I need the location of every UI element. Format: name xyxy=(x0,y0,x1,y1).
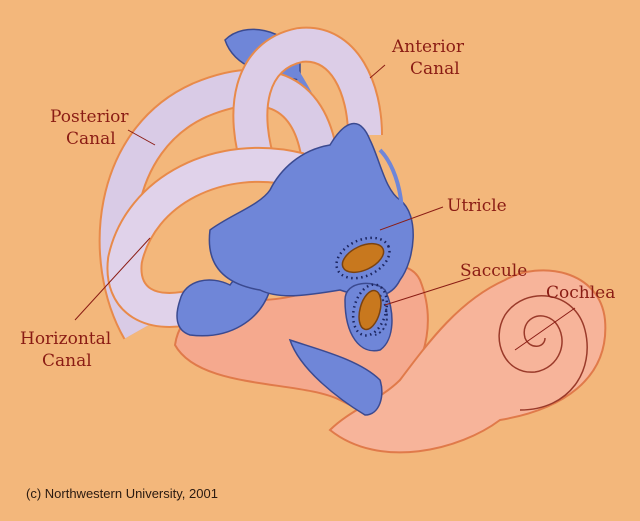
anterior-leader xyxy=(369,64,386,79)
cochlea-spiral xyxy=(498,294,588,411)
label-horizontal-1: Horizontal xyxy=(20,329,111,349)
utricle-macula xyxy=(341,242,385,274)
horizontal-leader xyxy=(74,237,151,321)
horizontal-canal xyxy=(108,148,304,326)
label-horizontal-2: Canal xyxy=(42,351,92,371)
saccule-leader xyxy=(384,277,471,306)
anterior-canal xyxy=(234,28,381,176)
copyright-notice: (c) Northwestern University, 2001 xyxy=(26,486,218,501)
saccule-macula xyxy=(358,289,382,331)
cochlear-duct xyxy=(288,338,383,416)
label-anterior-2: Canal xyxy=(410,59,460,79)
label-anterior-1: Anterior xyxy=(391,37,465,57)
label-saccule: Saccule xyxy=(460,261,527,281)
label-posterior-2: Canal xyxy=(66,129,116,149)
cochlea-leader xyxy=(514,307,576,351)
utricle-leader xyxy=(379,206,444,231)
label-cochlea: Cochlea xyxy=(546,283,615,303)
posterior-leader xyxy=(127,129,156,146)
label-posterior-1: Posterior xyxy=(50,107,129,127)
label-utricle: Utricle xyxy=(447,196,507,216)
